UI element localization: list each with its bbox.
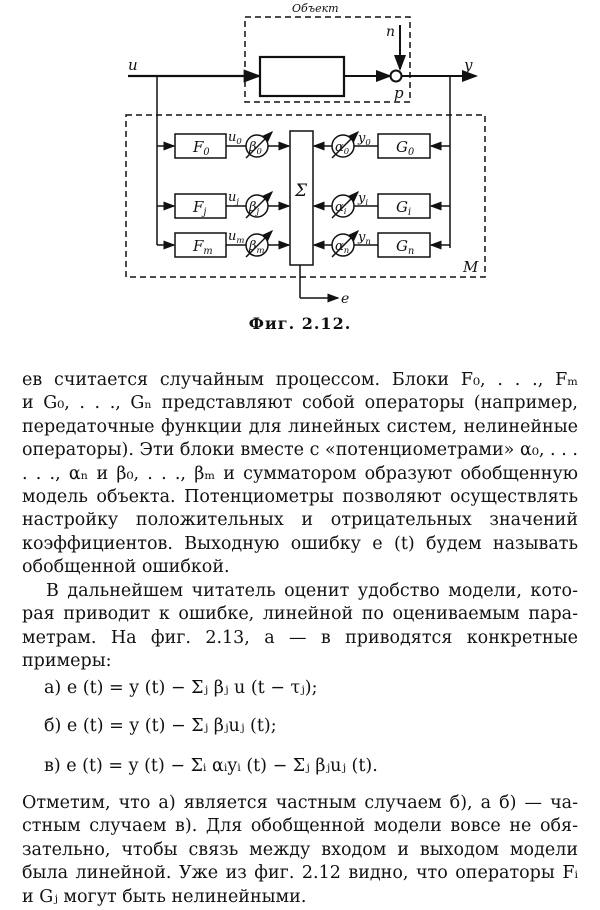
summing-node-p <box>389 69 403 83</box>
text-line: и Gⱼ могут быть нелинейными. <box>22 886 307 907</box>
text-line: модель объекта. Потенциометры позволяют … <box>22 487 578 507</box>
error-e-label: e <box>341 291 349 307</box>
formula-c: в) e (t) = y (t) − Σᵢ αᵢyᵢ (t) − Σⱼ βⱼuⱼ… <box>44 756 378 776</box>
f-label: Fj <box>192 198 206 218</box>
input-u-label: u <box>128 56 138 74</box>
f-label: F0 <box>192 138 210 158</box>
alpha-label: αn <box>335 239 349 255</box>
text-line: рая приводит к ошибке, линейной по оцени… <box>22 604 578 625</box>
sigma-summator <box>289 130 314 266</box>
y-signal-label: yi <box>357 191 368 207</box>
u-signal-label: uj <box>228 190 239 206</box>
text-line: ев считается случайным процессом. Блоки … <box>22 370 578 390</box>
model-m-label: M <box>462 258 479 276</box>
formula-a: а) e (t) = y (t) − Σⱼ βⱼ u (t − τⱼ); <box>44 678 318 698</box>
y-signal-label: yn <box>357 230 371 246</box>
text-line: передаточные функции для линейных систем… <box>22 416 578 437</box>
g-label: Gi <box>396 198 411 218</box>
formula-b: б) e (t) = y (t) − Σⱼ βⱼuⱼ (t); <box>44 716 277 736</box>
object-boundary <box>244 16 411 103</box>
text-line: метрам. На фиг. 2.13, а — в приводятся к… <box>22 627 578 648</box>
g-label: Gn <box>396 237 414 257</box>
f-label: Fm <box>192 237 213 257</box>
u-signal-label: u0 <box>228 130 242 146</box>
beta-label: βm <box>248 239 265 255</box>
alpha-label: αi <box>335 200 347 216</box>
text-line: настройку положительных и отрицательных … <box>22 510 578 531</box>
text-line: Отметим, что а) является частным случаем… <box>22 793 578 813</box>
u-signal-label: um <box>228 229 244 245</box>
object-block <box>258 55 346 98</box>
text-line: . . ., αₙ и β₀, . . ., βₘ и сумматором о… <box>22 463 578 484</box>
alpha-label: α0 <box>335 140 350 156</box>
beta-label: β0 <box>248 140 263 156</box>
text-line: была линейной. Уже из фиг. 2.12 видно, ч… <box>22 863 578 884</box>
figure-caption: Фиг. 2.12. <box>248 314 352 333</box>
node-p-label: p <box>394 84 404 102</box>
beta-label: βj <box>248 200 260 216</box>
y-signal-label: y0 <box>357 131 371 147</box>
output-y-label: y <box>463 56 473 74</box>
text-line: В дальнейшем читатель оценит удобство мо… <box>46 581 578 601</box>
text-line: коэффициентов. Выходную ошибку e (t) буд… <box>22 533 578 554</box>
model-boundary <box>125 114 486 278</box>
sigma-label: Σ <box>294 181 308 201</box>
text-line: стным случаем в). Для обобщенной модели … <box>22 816 578 837</box>
noise-n-label: n <box>386 24 395 40</box>
text-line: и G₀, . . ., Gₙ представляют собой опера… <box>22 393 578 414</box>
object-label: Объект <box>292 2 339 15</box>
text-line: обобщенной ошибкой. <box>22 557 230 578</box>
text-line: примеры: <box>22 651 112 672</box>
g-label: G0 <box>396 138 414 158</box>
text-line: зательно, чтобы связь между входом и вых… <box>22 839 578 860</box>
text-line: операторы). Эти блоки вместе с «потенцио… <box>22 440 578 461</box>
